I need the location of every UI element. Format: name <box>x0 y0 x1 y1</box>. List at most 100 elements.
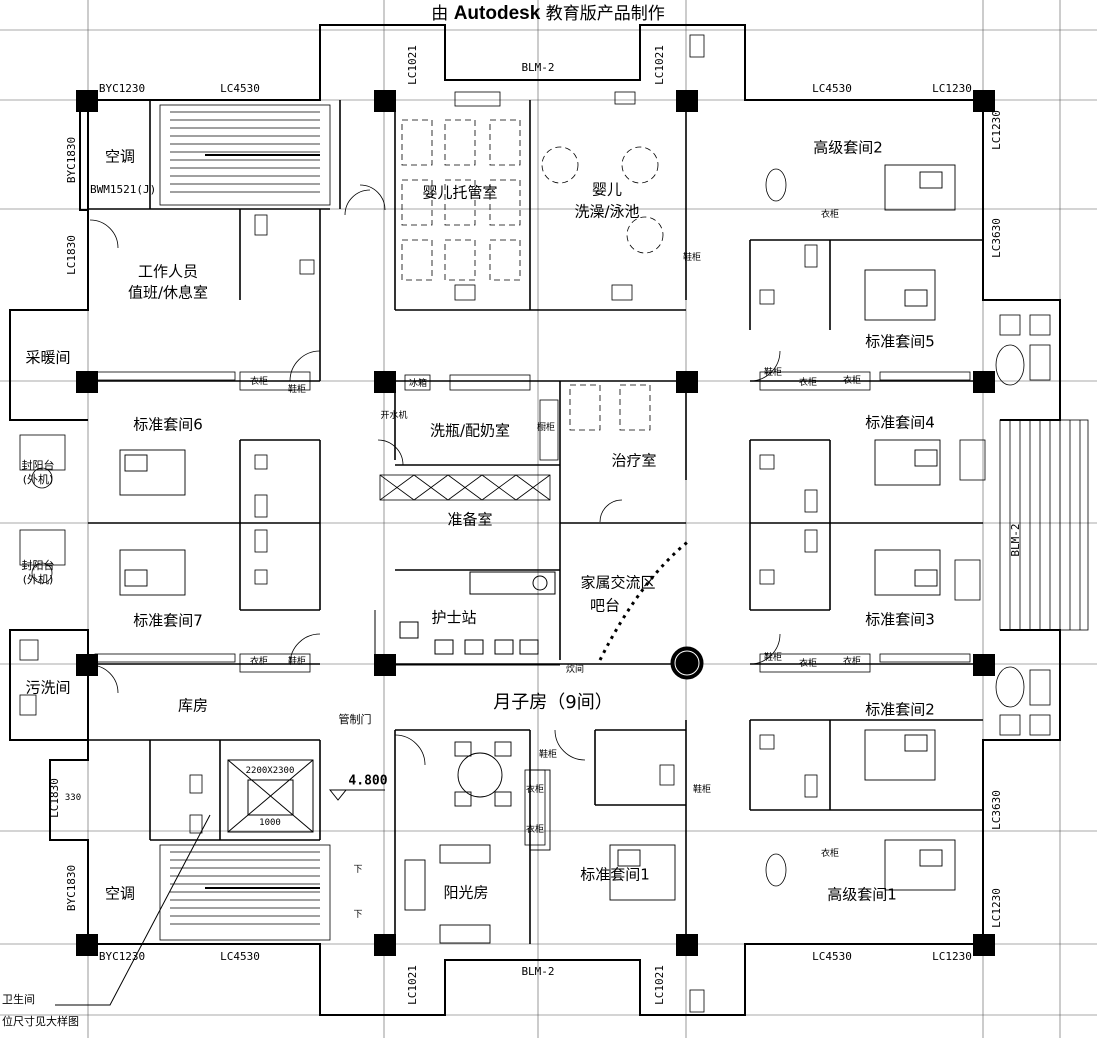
watermark: 由 Autodesk 教育版产品制作 <box>431 0 664 25</box>
label-wardrobe-s6: 衣柜 <box>249 377 269 387</box>
room-infant-bath-line1: 婴儿 <box>591 180 623 199</box>
code-blm2-top: BLM-2 <box>521 61 555 74</box>
code-byc1830-left-2: BYC1830 <box>65 864 78 912</box>
room-bottle-prep: 洗瓶/配奶室 <box>429 421 511 440</box>
code-lc1230-bottom-right: LC1230 <box>932 950 972 963</box>
code-bwm1521: BWM1521(J) <box>90 183 157 196</box>
room-standard-7: 标准套间7 <box>133 611 203 630</box>
label-shoe-cab-s7: 鞋柜 <box>287 657 307 667</box>
label-shoe-cab-s1: 鞋柜 <box>692 785 712 795</box>
cribs <box>401 119 664 431</box>
label-wardrobe-d1: 衣柜 <box>820 849 840 859</box>
label-fridge: 冰箱 <box>408 379 428 389</box>
door-swings <box>89 184 781 766</box>
room-preparation: 准备室 <box>447 510 493 529</box>
watermark-suffix: 教育版产品制作 <box>545 4 665 24</box>
code-lc1230-top-right: LC1230 <box>932 82 972 95</box>
area-confinement-rooms: 月子房（9间） <box>493 692 613 713</box>
label-elevator-door: 1000 <box>259 818 281 828</box>
label-wardrobe-sun-b: 衣柜 <box>525 825 545 835</box>
entrance-steps <box>999 419 1089 631</box>
room-standard-5: 标准套间5 <box>865 332 935 351</box>
columns <box>76 90 995 956</box>
balcony-2-line1: 封阳台 <box>21 559 55 572</box>
watermark-prefix: 由 <box>431 4 449 24</box>
label-water-dispenser: 开水机 <box>380 411 408 421</box>
stairs-bottom <box>159 844 331 941</box>
label-wardrobe-s3a: 衣柜 <box>798 659 818 669</box>
sunroom-furniture <box>404 741 551 944</box>
room-treatment: 治疗室 <box>611 451 657 470</box>
dimension-330: 330 <box>64 793 82 803</box>
note-leader <box>55 814 211 1006</box>
room-staff-line2: 值班/休息室 <box>127 283 209 302</box>
code-lc1021-bottom-left: LC1021 <box>406 965 419 1005</box>
ac-units <box>19 168 1051 887</box>
elevation-marker: 4.800 <box>348 773 388 789</box>
label-shoe-cab-sun: 鞋柜 <box>538 750 558 760</box>
code-blm2-right: BLM-2 <box>1009 523 1022 557</box>
interior-walls <box>88 100 983 944</box>
room-standard-1: 标准套间1 <box>580 865 650 884</box>
round-column <box>670 646 704 680</box>
code-lc1830-left: LC1830 <box>65 235 78 275</box>
code-lc1021-bottom-right: LC1021 <box>653 965 666 1005</box>
stairs-top <box>159 104 331 206</box>
pipe-door: 管制门 <box>338 713 372 726</box>
code-lc4530-bottom-left: LC4530 <box>220 950 260 963</box>
code-lc4530-bottom-right: LC4530 <box>812 950 852 963</box>
label-shoe-cab-infant: 鞋柜 <box>682 253 702 263</box>
wardrobe-strips <box>94 371 971 846</box>
code-byc1830-left: BYC1830 <box>65 136 78 184</box>
code-lc1830-left-2: LC1830 <box>48 778 61 818</box>
room-standard-4: 标准套间4 <box>865 413 935 432</box>
code-byc1230-top-left: BYC1230 <box>98 82 146 95</box>
label-shoe-cab-s6: 鞋柜 <box>287 385 307 395</box>
room-nurse-station: 护士站 <box>431 608 477 627</box>
elevator <box>227 759 314 833</box>
label-stairs-down-a: 下 <box>353 865 363 875</box>
balcony-1-line2: (外机) <box>22 473 54 486</box>
label-stairs-down-b: 下 <box>353 910 363 920</box>
code-lc1021-top-right: LC1021 <box>653 45 666 85</box>
label-cabinet: 橱柜 <box>536 423 556 433</box>
balcony-1-line1: 封阳台 <box>21 459 55 472</box>
note-line2: 位尺寸见大样图 <box>2 1015 79 1028</box>
room-storage: 库房 <box>177 696 209 715</box>
code-lc1230-right-2: LC1230 <box>990 888 1003 928</box>
code-lc3630-right: LC3630 <box>990 218 1003 258</box>
label-wardrobe-sun-a: 衣柜 <box>525 785 545 795</box>
code-byc1230-bottom-left: BYC1230 <box>98 950 146 963</box>
bathroom-fixtures <box>19 34 818 1013</box>
room-heating: 采暖间 <box>25 348 71 367</box>
label-wardrobe-s5a: 衣柜 <box>798 378 818 388</box>
code-lc1230-right: LC1230 <box>990 110 1003 150</box>
room-deluxe-suite-1: 高级套间1 <box>827 885 897 904</box>
label-wardrobe-s7: 衣柜 <box>249 657 269 667</box>
room-sunroom: 阳光房 <box>443 883 489 902</box>
note-line1: 卫生间 <box>2 993 35 1006</box>
label-wardrobe-s3b: 衣柜 <box>842 657 862 667</box>
room-infant-care: 婴儿托管室 <box>422 183 498 202</box>
room-aircon-bottom: 空调 <box>104 884 136 903</box>
room-family-line1: 家属交流区 <box>580 573 656 592</box>
room-infant-bath-line2: 洗澡/泳池 <box>574 202 640 221</box>
room-family-line2: 吧台 <box>589 596 621 615</box>
watermark-brand: Autodesk <box>453 3 541 24</box>
room-standard-6: 标准套间6 <box>133 415 203 434</box>
label-shoe-cab-s3: 鞋柜 <box>763 653 783 663</box>
label-shoe-cab-s5: 鞋柜 <box>763 368 783 378</box>
code-lc4530-top-left: LC4530 <box>220 82 260 95</box>
room-standard-3: 标准套间3 <box>865 610 935 629</box>
room-aircon-top: 空调 <box>104 147 136 166</box>
label-elevator-size: 2200X2300 <box>245 766 295 776</box>
room-deluxe-suite-2: 高级套间2 <box>813 138 883 157</box>
label-wardrobe-s5b: 衣柜 <box>842 376 862 386</box>
balcony-2-line2: (外机) <box>22 573 54 586</box>
room-dirty-wash: 污洗间 <box>25 678 71 697</box>
code-lc1021-top-left: LC1021 <box>406 45 419 85</box>
beds <box>119 164 956 901</box>
